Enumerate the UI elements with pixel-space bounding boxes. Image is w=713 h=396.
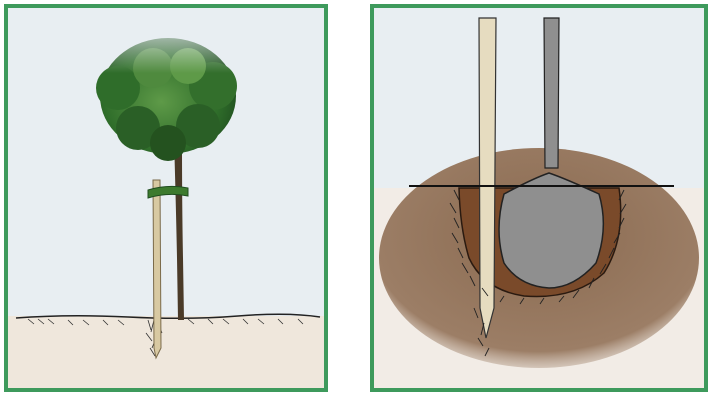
- support-stake: [153, 180, 161, 358]
- spade-hole-illustration: [374, 8, 704, 388]
- illustration-tree-stake: [4, 4, 328, 392]
- illustration-spade-hole: [370, 4, 708, 392]
- spade-blade: [499, 173, 603, 288]
- stake: [479, 18, 496, 338]
- tree-stake-illustration: [8, 8, 324, 388]
- ground-area: [8, 316, 324, 388]
- spade-shaft: [544, 18, 559, 168]
